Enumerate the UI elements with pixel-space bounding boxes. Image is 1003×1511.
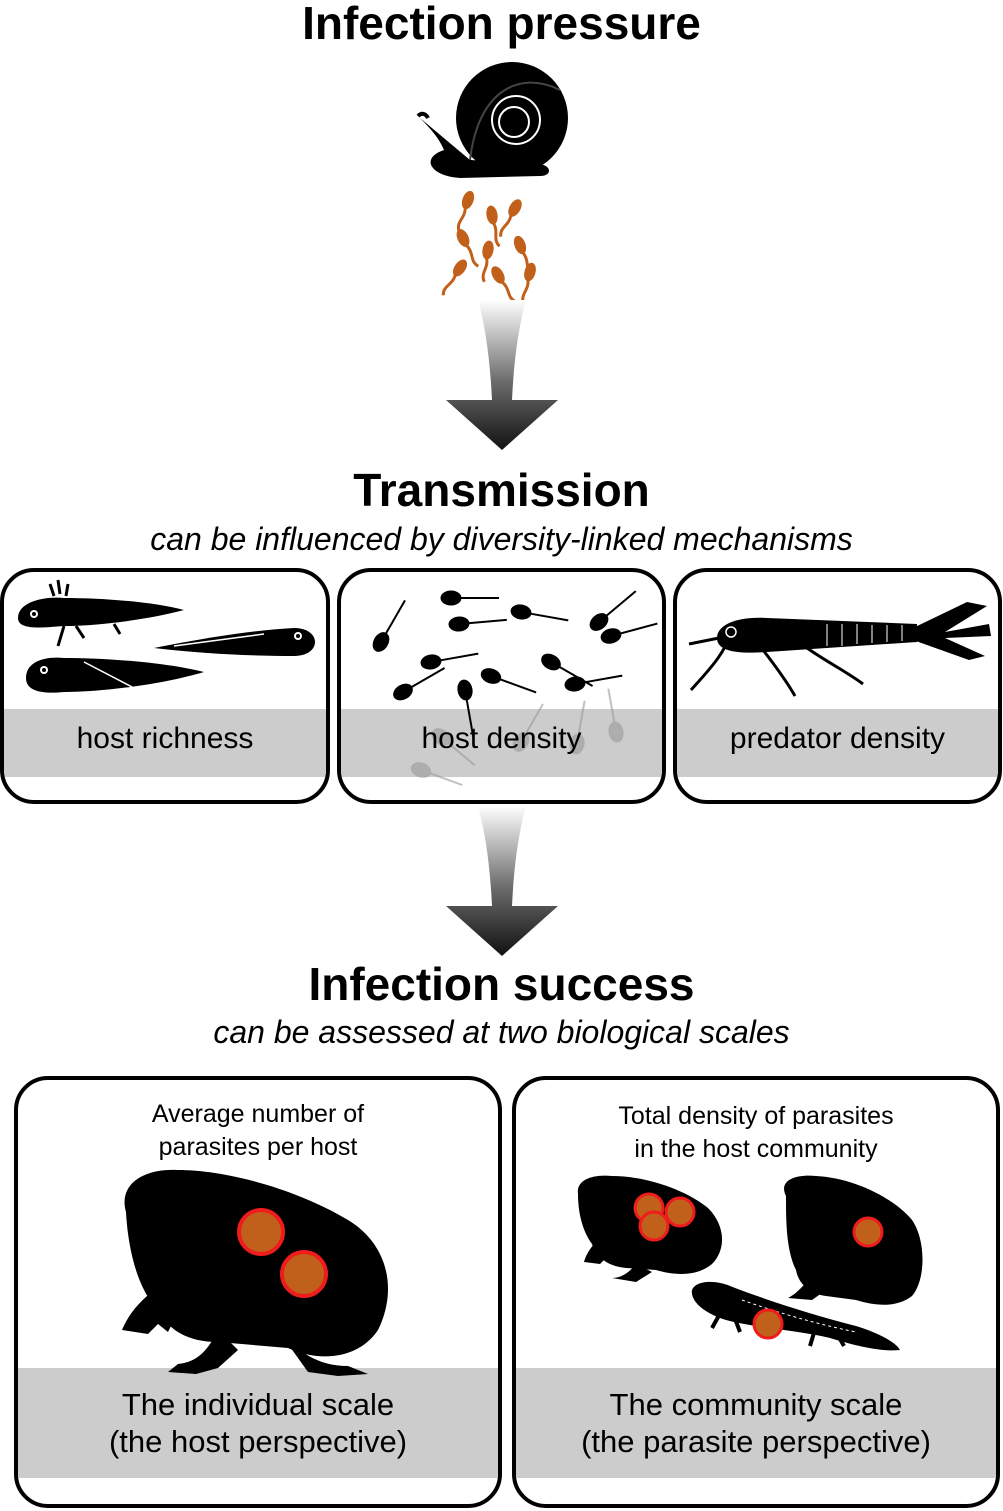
infection-success-title: Infection success (308, 958, 695, 1010)
band (677, 709, 998, 777)
band (516, 1368, 996, 1478)
community-perspective-label: (the parasite perspective) (581, 1424, 931, 1459)
host-richness-art (18, 579, 315, 693)
host-density-label: host density (421, 722, 582, 755)
frog-icon (784, 1175, 923, 1305)
host-density-box: host density (337, 568, 666, 804)
individual-caption-line2: parasites per host (158, 1133, 358, 1161)
community-scale-art (577, 1175, 923, 1351)
individual-scale-label: The individual scale (121, 1387, 395, 1422)
community-caption-line1: Total density of parasites (618, 1102, 894, 1130)
predator-density-label: predator density (729, 722, 946, 755)
predator-density-art (688, 602, 991, 697)
tadpole-icon (26, 657, 204, 693)
predator-density-box: predator density (673, 568, 1002, 804)
transmission-subtitle: can be influenced by diversity-linked me… (150, 521, 853, 557)
snail-icon (416, 62, 568, 178)
band (4, 709, 326, 777)
host-density-art (372, 590, 658, 786)
infection-pressure-title: Infection pressure (302, 0, 701, 49)
newt-icon (691, 1281, 900, 1351)
dragonfly-larva-icon (688, 602, 991, 697)
community-caption-line2: in the host community (634, 1135, 878, 1163)
snail-and-cercariae-art (416, 62, 568, 300)
individual-perspective-label: (the host perspective) (108, 1424, 408, 1459)
tadpole-icon (372, 590, 658, 738)
tadpole-icon (410, 688, 624, 786)
host-richness-box: host richness (0, 568, 330, 804)
community-scale-box: Total density of parasites in the host c… (512, 1076, 1000, 1508)
individual-scale-art (122, 1169, 388, 1376)
frog-icon (122, 1169, 388, 1376)
infection-success-subtitle: can be assessed at two biological scales (213, 1014, 790, 1050)
salamander-larva-icon (18, 579, 184, 647)
host-richness-label: host richness (76, 722, 254, 755)
individual-scale-box: Average number of parasites per host The… (14, 1076, 502, 1508)
infection-marker (633, 1192, 884, 1340)
transmission-title: Transmission (353, 464, 650, 516)
down-arrow-icon (446, 806, 558, 956)
infection-marker (237, 1208, 328, 1298)
tadpole-icon (154, 628, 315, 656)
down-arrow-icon (446, 300, 558, 450)
cercariae-icon (441, 190, 536, 300)
community-scale-label: The community scale (609, 1387, 903, 1422)
band (341, 709, 662, 777)
band (18, 1368, 498, 1478)
individual-caption-line1: Average number of (151, 1100, 365, 1128)
